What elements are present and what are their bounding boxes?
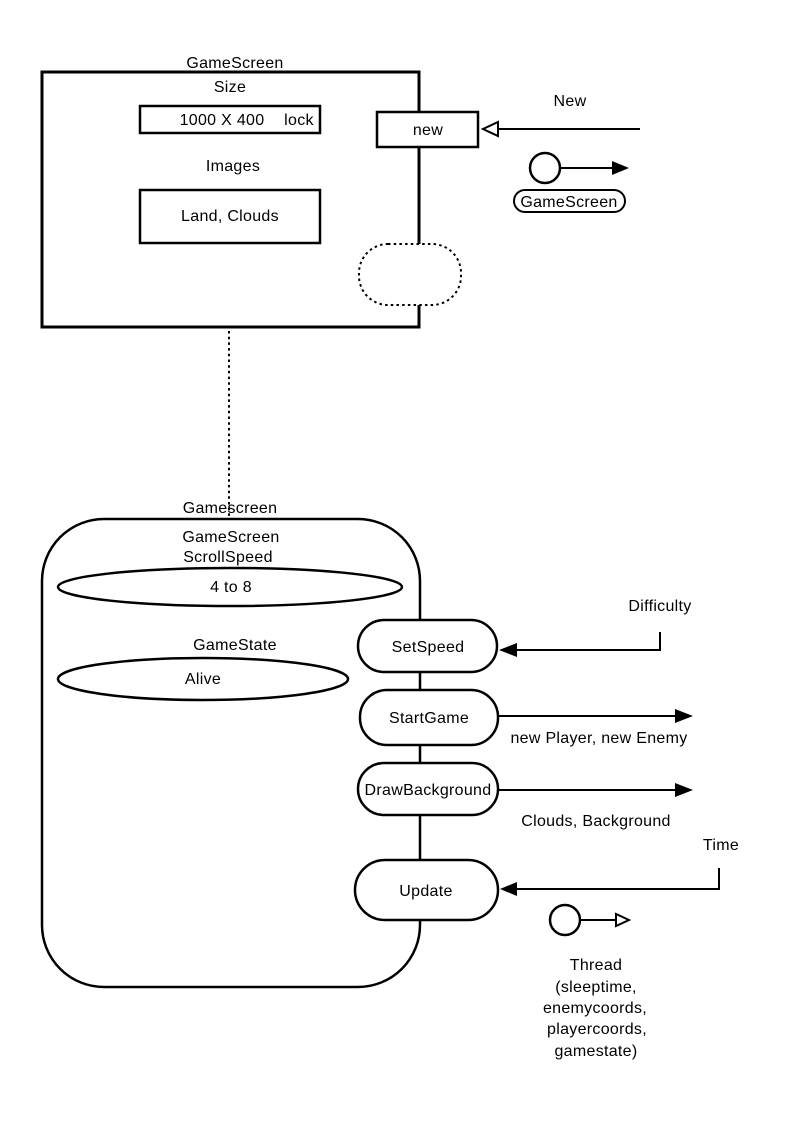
size-value: 1000 X 400: [180, 112, 265, 129]
new-callout-arrowhead-icon: [480, 120, 499, 138]
difficulty-arrowhead-icon: [499, 643, 517, 657]
images-section-label: Images: [206, 158, 260, 175]
method-update: [353, 858, 500, 922]
gamescreen-class-title: GameScreen: [186, 55, 283, 72]
method-drawbackground-label: DrawBackground: [365, 782, 492, 799]
startgame-output-arrowhead-icon: [675, 709, 693, 723]
new-method-label: new: [413, 122, 443, 139]
thread-label-line-1: Thread: [570, 957, 623, 974]
method-startgame: [358, 688, 500, 747]
new-method-box: [375, 110, 480, 149]
images-value: Land, Clouds: [181, 208, 279, 225]
drawbackground-output-arrowhead-icon: [675, 783, 693, 797]
thread-label-line-4: playercoords,: [547, 1021, 647, 1038]
time-label: Time: [703, 837, 739, 854]
method-setspeed-label: SetSpeed: [392, 639, 465, 656]
images-value-box: [138, 188, 322, 245]
gamescreen-object-box: [40, 517, 422, 989]
time-arrow-line: [516, 868, 720, 890]
new-callout-label: New: [554, 93, 587, 110]
time-arrowhead-icon: [500, 882, 517, 896]
scrollspeed-oval: [56, 566, 404, 608]
gamestate-label: GameState: [193, 637, 277, 654]
thread-label-line-3: enemycoords,: [543, 1000, 647, 1017]
placeholder-dotted-stadium: [358, 243, 462, 306]
instance-oval: [513, 189, 626, 213]
method-setspeed: [356, 618, 499, 674]
thread-circle-icon: [548, 903, 582, 937]
scrollspeed-value: 4 to 8: [210, 579, 252, 596]
instance-arrowhead-icon: [612, 161, 629, 175]
difficulty-arrow-line: [516, 632, 661, 651]
size-section-label: Size: [214, 79, 246, 96]
instance-oval-label: GameScreen: [520, 194, 617, 211]
thread-arrowhead-icon: [615, 912, 632, 928]
lock-label: lock: [284, 112, 314, 129]
gamestate-value: Alive: [185, 671, 221, 688]
method-update-label: Update: [399, 883, 452, 900]
size-value-box: [138, 104, 322, 135]
thread-label-line-5: gamestate): [554, 1043, 637, 1060]
instance-circle-icon: [528, 151, 562, 185]
difficulty-label: Difficulty: [628, 598, 691, 615]
object-outer-label: Gamescreen: [183, 500, 278, 517]
method-startgame-label: StartGame: [389, 710, 469, 727]
startgame-output-label: new Player, new Enemy: [510, 730, 687, 747]
gamestate-oval: [56, 656, 350, 702]
drawbackground-output-label: Clouds, Background: [521, 813, 671, 830]
object-title-line1: GameScreen: [182, 529, 279, 546]
object-title-line2: ScrollSpeed: [183, 549, 273, 566]
thread-label-line-2: (sleeptime,: [555, 979, 637, 996]
